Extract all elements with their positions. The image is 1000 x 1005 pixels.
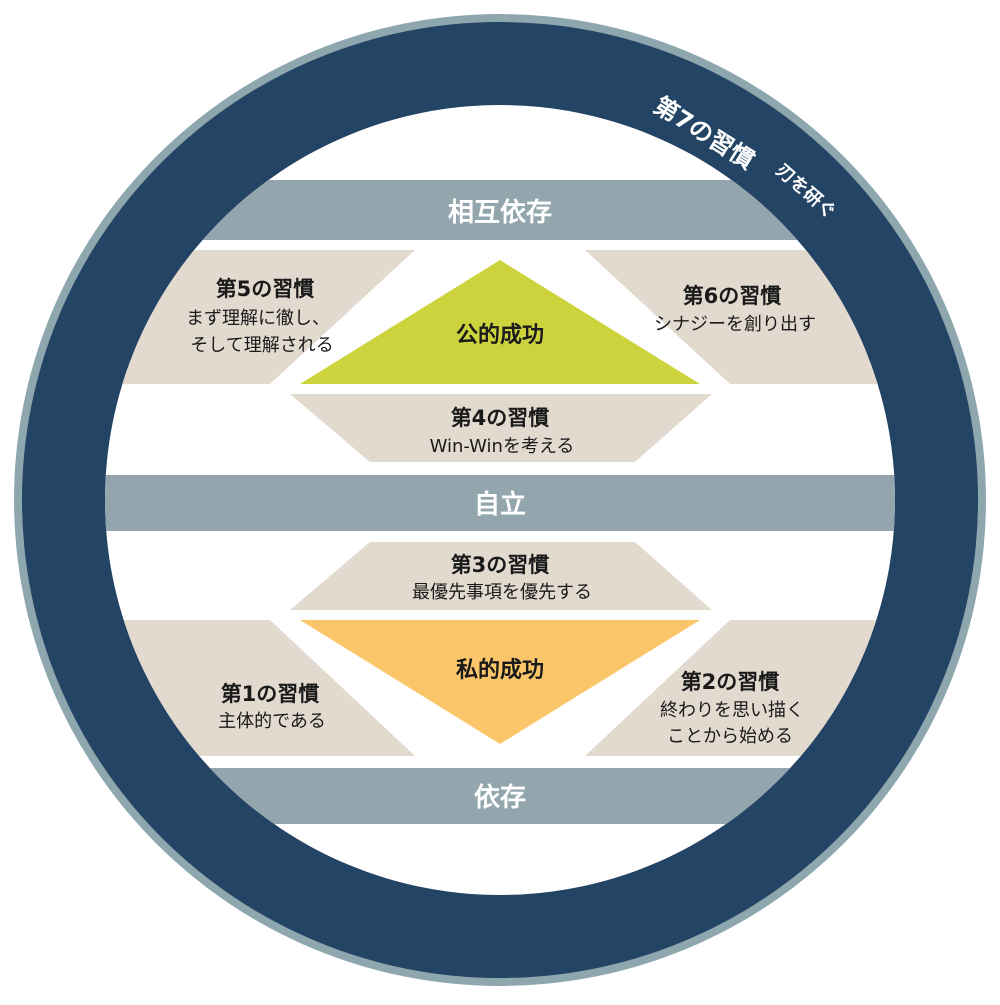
habit-3-panel [290,542,712,610]
habit-5-panel [105,250,415,384]
habit-3-line1: 最優先事項を優先する [412,582,592,603]
habit-5-line2: そして理解される [190,335,333,356]
private-success-label: 私的成功 [456,657,544,683]
habit-6-panel [585,250,895,384]
habit-2-title: 第2の習慣 [681,670,780,694]
label-dependence: 依存 [474,783,526,813]
habit-2-line1: 終わりを思い描く [660,700,804,721]
habit-2-panel [585,620,895,756]
habit-1-line1: 主体的である [218,711,326,732]
habit-5-title: 第5の習慣 [216,277,315,301]
label-independence: 自立 [474,489,526,520]
habit-5-line1: まず理解に徹し、 [186,308,330,329]
habit-2-line2: ことから始める [667,726,793,747]
private-success-triangle [300,620,700,744]
habit-3-title: 第3の習慣 [451,553,550,577]
habit-1-title: 第1の習慣 [221,682,320,706]
band-independence [105,475,895,531]
public-success-label: 公的成功 [456,322,544,348]
label-interdependence: 相互依存 [448,198,552,228]
habit-6-title: 第6の習慣 [683,284,782,308]
habit-4-line1: Win-Winを考える [430,436,575,457]
habit-4-panel [290,394,712,462]
habit-4-title: 第4の習慣 [451,406,550,430]
habit-1-panel [105,620,415,756]
public-success-triangle [300,260,700,384]
habit-6-line1: シナジーを創り出す [654,314,816,335]
